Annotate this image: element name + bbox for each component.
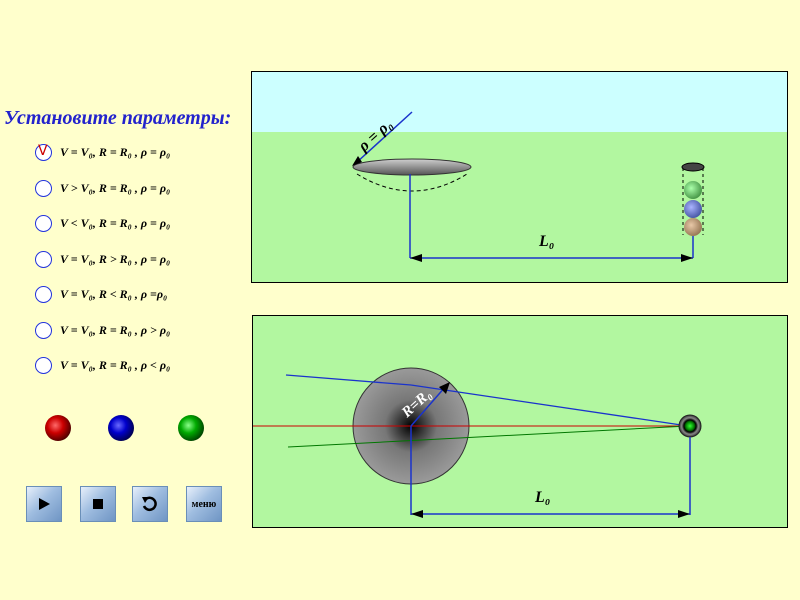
arrow-head <box>410 254 422 262</box>
green-ball[interactable] <box>178 415 204 441</box>
play-button[interactable] <box>26 486 62 522</box>
balls-tube <box>681 162 705 236</box>
side-view-diagram: ρ = ρ₀ L₀ <box>252 72 787 282</box>
radio-option-4[interactable] <box>35 250 52 268</box>
reset-icon <box>142 496 157 512</box>
play-icon <box>39 498 50 510</box>
option-label: V = V₀, R = R₀ , ρ > ρ₀ <box>60 322 171 337</box>
green-ball-in-tube <box>684 181 702 199</box>
option-label: V = V₀, R > R₀ , ρ = ρ₀ <box>60 251 171 266</box>
blue-ball-in-tube <box>684 200 702 218</box>
radio-option-1[interactable]: V <box>35 142 52 161</box>
density-pointer <box>355 111 413 164</box>
option-3[interactable]: V < V₀, R = R₀ , ρ = ρ₀ <box>35 213 170 233</box>
arrow-head <box>678 510 690 518</box>
ground-area <box>252 132 787 282</box>
radio-option-3[interactable] <box>35 214 52 232</box>
option-label: V < V₀, R = R₀ , ρ = ρ₀ <box>60 215 171 230</box>
lens-ellipse <box>352 158 472 176</box>
stop-icon <box>93 499 103 509</box>
reset-button[interactable] <box>132 486 168 522</box>
arrow-head <box>352 156 362 166</box>
side-view-panel: ρ = ρ₀ L₀ <box>251 71 788 283</box>
instruction-title: Установите параметры: <box>4 107 232 129</box>
distance-label: L₀ <box>538 233 554 250</box>
target <box>678 414 702 438</box>
menu-label: меню <box>191 498 217 510</box>
radio-option-7[interactable] <box>35 356 52 374</box>
top-view-diagram: R=R₀ L₀ <box>253 367 702 518</box>
arrow-head <box>411 510 423 518</box>
green-ray <box>287 425 689 448</box>
red-ball-in-tube <box>684 218 702 236</box>
check-mark: V <box>38 142 48 159</box>
option-label: V = V₀, R < R₀ , ρ =ρ₀ <box>60 286 168 301</box>
radio-option-5[interactable] <box>35 285 52 303</box>
blue-ball[interactable] <box>108 415 134 441</box>
lens-curvature <box>356 173 468 192</box>
red-ball[interactable] <box>45 415 71 441</box>
option-label: V = V₀, R = R₀ , ρ = ρ₀ <box>60 144 171 159</box>
option-5[interactable]: V = V₀, R < R₀ , ρ =ρ₀ <box>35 284 167 304</box>
arrow-head <box>681 254 693 262</box>
option-6[interactable]: V = V₀, R = R₀ , ρ > ρ₀ <box>35 320 170 340</box>
radio-option-6[interactable] <box>35 321 52 339</box>
arrow-head <box>439 382 450 394</box>
radius-line <box>410 385 447 427</box>
option-label: V > V₀, R = R₀ , ρ = ρ₀ <box>60 180 171 195</box>
option-1[interactable]: V V = V₀, R = R₀ , ρ = ρ₀ <box>35 142 170 162</box>
radio-option-2[interactable] <box>35 179 52 197</box>
menu-button[interactable]: меню <box>186 486 222 522</box>
distance-label: L₀ <box>534 489 550 506</box>
option-7[interactable]: V = V₀, R = R₀ , ρ < ρ₀ <box>35 355 170 375</box>
stop-button[interactable] <box>80 486 116 522</box>
sky-area <box>252 72 787 132</box>
option-label: V = V₀, R = R₀ , ρ < ρ₀ <box>60 357 171 372</box>
option-4[interactable]: V = V₀, R > R₀ , ρ = ρ₀ <box>35 249 170 269</box>
blue-ray <box>410 384 689 427</box>
option-2[interactable]: V > V₀, R = R₀ , ρ = ρ₀ <box>35 178 170 198</box>
blue-ray <box>285 374 412 386</box>
top-view-panel: R=R₀ L₀ <box>252 315 788 528</box>
